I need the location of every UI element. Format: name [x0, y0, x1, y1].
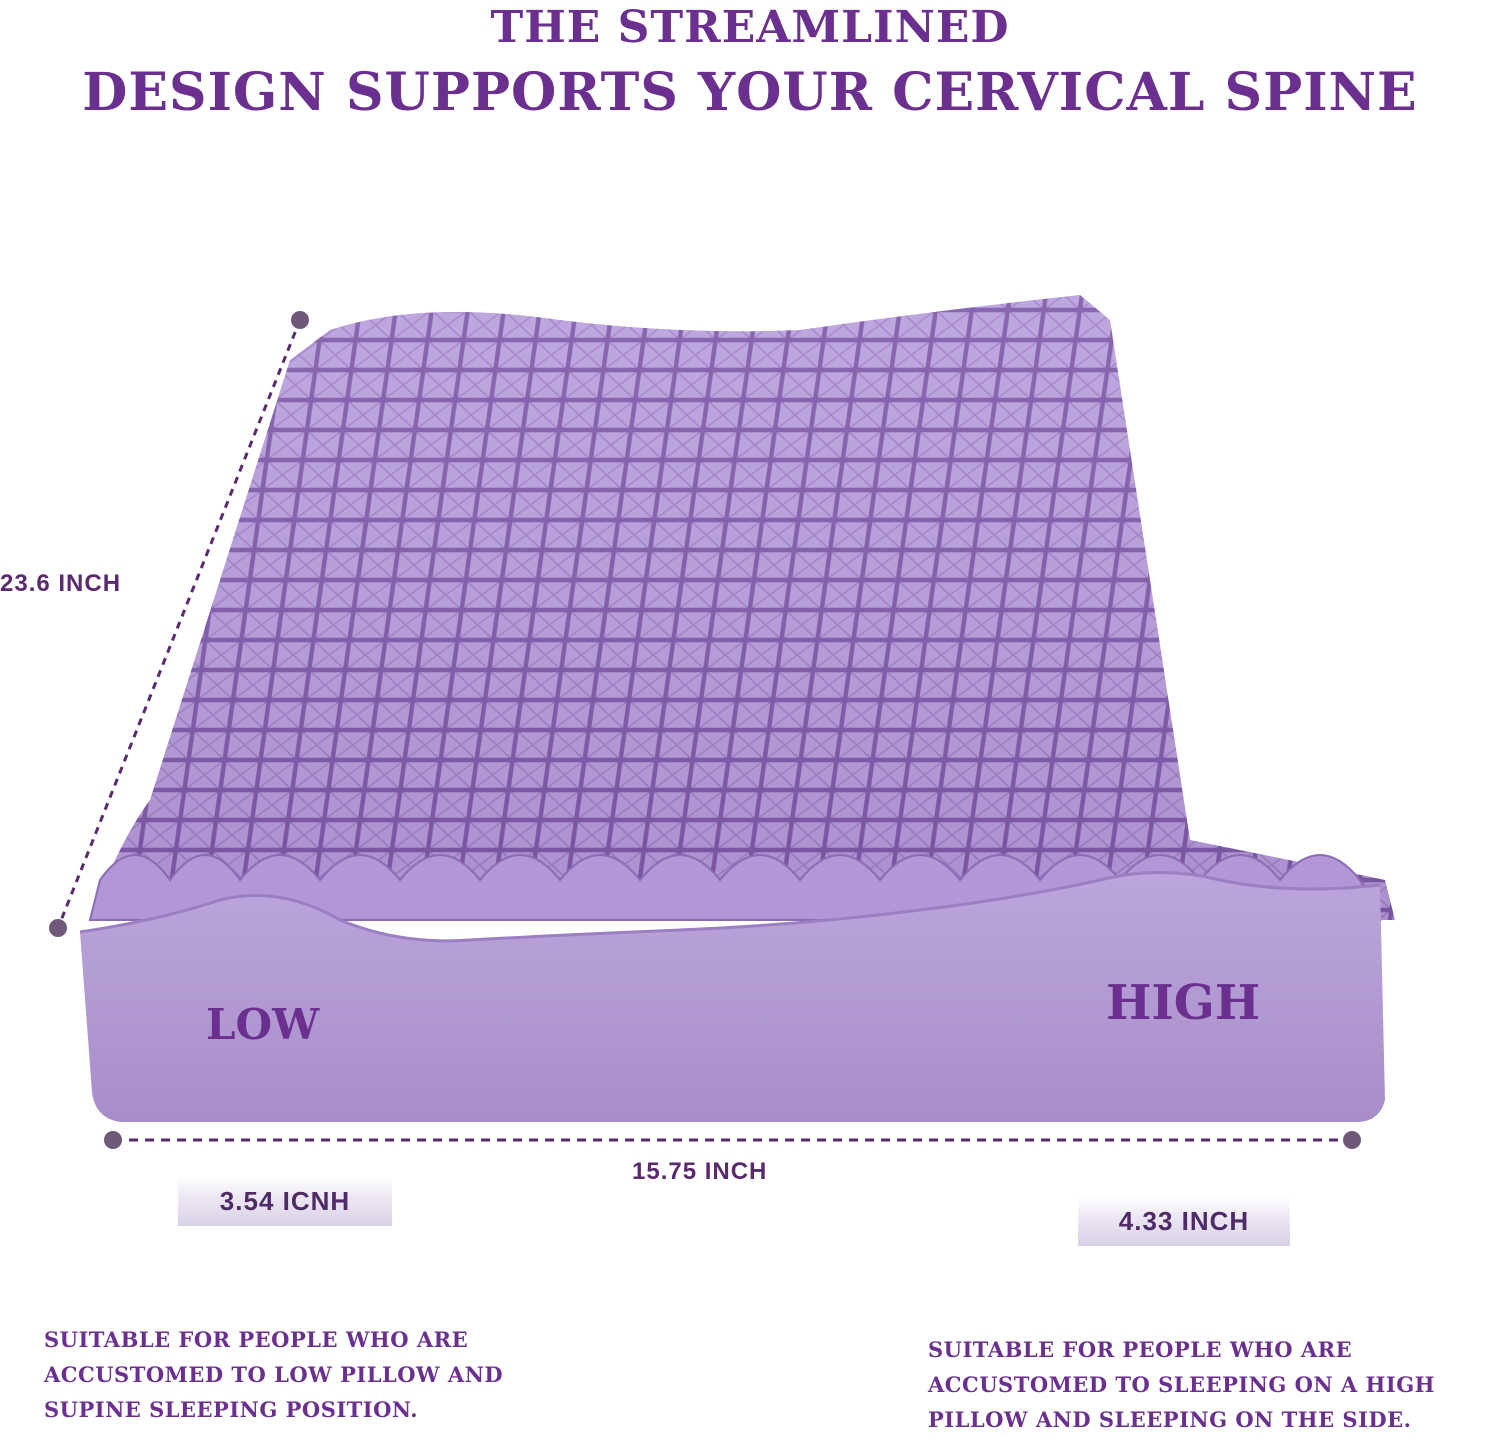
high-height-tag: 4.33 INCH	[1078, 1196, 1290, 1246]
low-note-line-3: SUPINE SLEEPING POSITION.	[44, 1397, 419, 1422]
pillow-illustration	[40, 280, 1460, 1160]
width-dimension-label: 15.75 INCH	[632, 1158, 768, 1185]
headline-line-2: DESIGN SUPPORTS YOUR CERVICAL SPINE	[82, 62, 1418, 123]
high-side-label: HIGH	[1106, 975, 1261, 1031]
low-note-line-2: ACCUSTOMED TO LOW PILLOW AND	[44, 1362, 504, 1387]
headline-line-1: THE STREAMLINED	[490, 2, 1010, 53]
depth-dimension-label: 23.6 INCH	[0, 570, 122, 597]
depth-dimension-end-top	[291, 311, 309, 329]
high-note-line-1: SUITABLE FOR PEOPLE WHO ARE	[928, 1337, 1353, 1362]
high-pillow-note: SUITABLE FOR PEOPLE WHO ARE ACCUSTOMED T…	[928, 1332, 1498, 1437]
low-note-line-1: SUITABLE FOR PEOPLE WHO ARE	[44, 1327, 469, 1352]
depth-dimension-line	[56, 319, 302, 929]
high-note-line-2: ACCUSTOMED TO SLEEPING ON A HIGH	[928, 1372, 1435, 1397]
low-side-label: LOW	[206, 1000, 320, 1049]
high-note-line-3: PILLOW AND SLEEPING ON THE SIDE.	[928, 1407, 1412, 1432]
depth-dimension-end-bottom	[49, 919, 67, 937]
width-dimension-end-right	[1343, 1131, 1361, 1149]
low-height-tag: 3.54 ICNH	[178, 1176, 392, 1226]
low-pillow-note: SUITABLE FOR PEOPLE WHO ARE ACCUSTOMED T…	[44, 1322, 604, 1427]
width-dimension-end-left	[104, 1131, 122, 1149]
pillow-front-wall	[80, 872, 1385, 1122]
